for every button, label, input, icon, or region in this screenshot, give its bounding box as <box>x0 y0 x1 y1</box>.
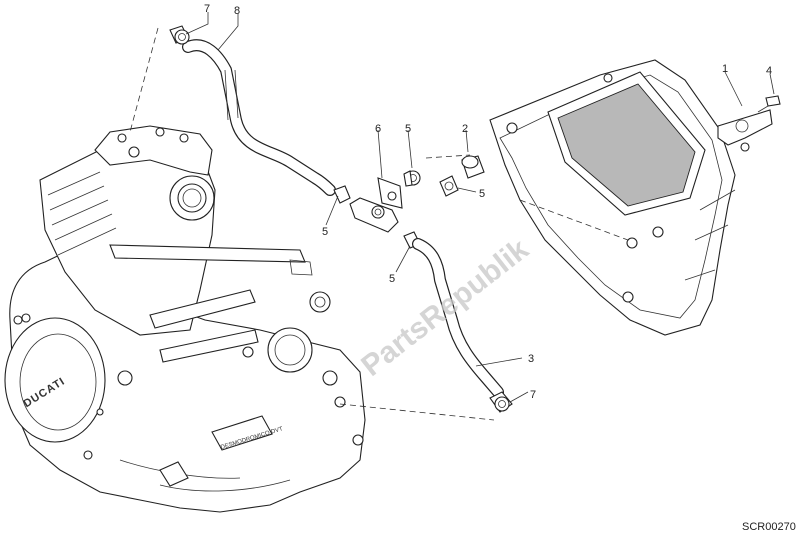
callout-1: 1 <box>722 63 728 75</box>
hose-clamp-5-top <box>403 170 421 187</box>
fitting-2 <box>439 155 485 197</box>
hose-clamp-7-lower <box>489 391 513 413</box>
engine-assembly: DUCATI DESMODROMICO DVT <box>4 125 366 513</box>
callout-4: 4 <box>766 65 772 77</box>
bracket-1 <box>717 109 773 152</box>
callout-7-bottom: 7 <box>530 389 536 401</box>
breather-hose-3 <box>412 238 504 398</box>
callout-8: 8 <box>234 5 240 17</box>
valve-6 <box>349 177 403 233</box>
callout-5-top: 5 <box>405 123 411 135</box>
dashed-reference-lines <box>129 27 629 421</box>
airbox-assembly <box>489 59 736 336</box>
callout-2: 2 <box>462 123 468 135</box>
hose-connector-5-left <box>333 185 351 204</box>
drawing-code: SCR00270 <box>742 521 796 533</box>
callout-5-bottom: 5 <box>389 273 395 285</box>
hose-clamp-7-upper <box>169 25 190 45</box>
screw-4 <box>757 95 781 113</box>
callout-3: 3 <box>528 353 534 365</box>
callout-6: 6 <box>375 123 381 135</box>
breather-hose-8 <box>182 39 336 196</box>
leader-lines <box>185 12 775 403</box>
callout-5-left: 5 <box>322 226 328 238</box>
callout-7-top: 7 <box>204 3 210 15</box>
callout-5-right: 5 <box>479 188 485 200</box>
